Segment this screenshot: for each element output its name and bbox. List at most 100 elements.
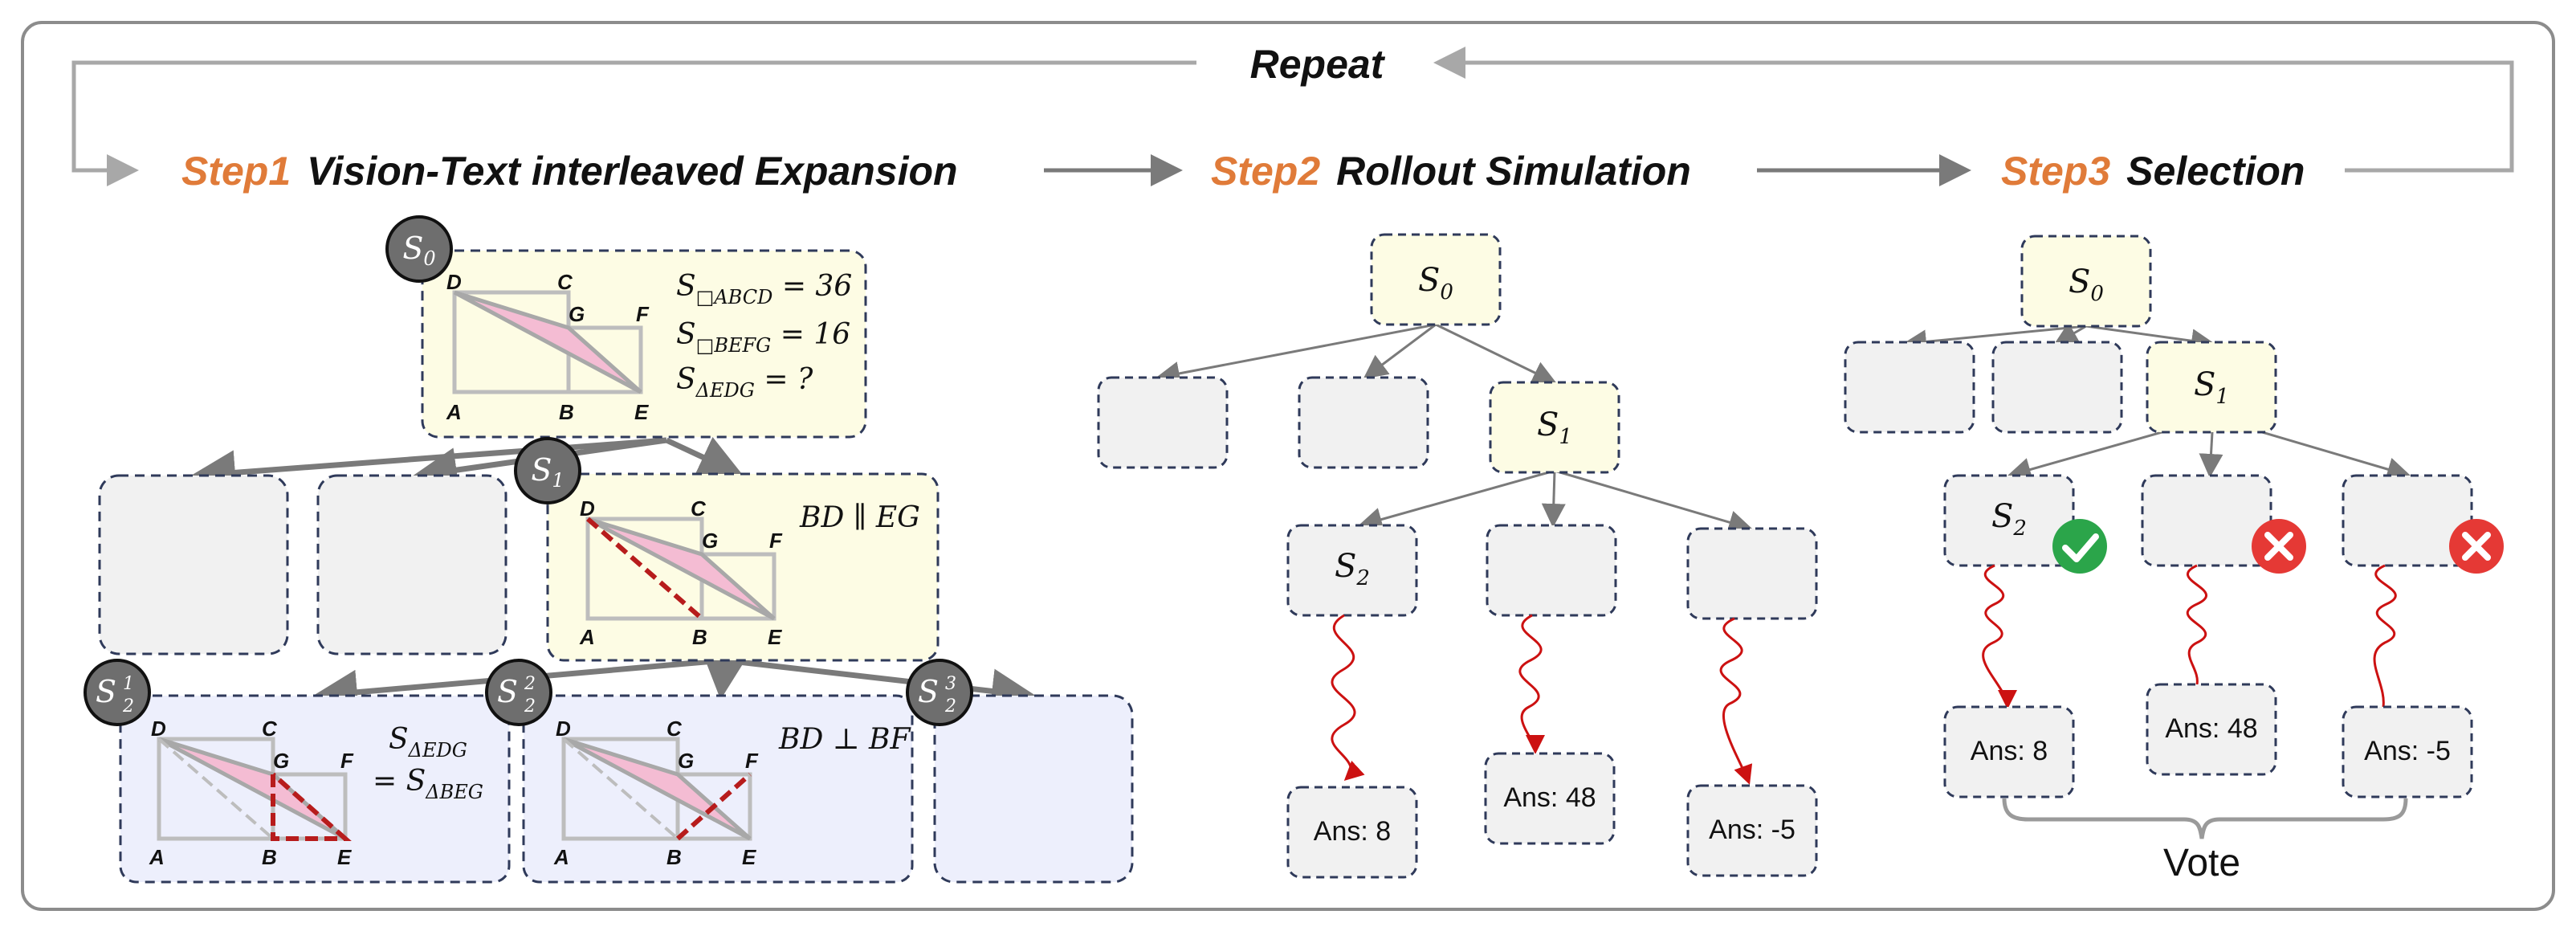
x-circle-icon: [2449, 519, 2504, 574]
step3-s1-node: S1: [2146, 341, 2277, 434]
svg-text:C: C: [262, 717, 278, 741]
svg-text:B: B: [692, 625, 707, 649]
step3-s0-node: S0: [2020, 235, 2152, 328]
edge-root-leaf1: [190, 437, 667, 496]
root-equation-1: S□ABCD = 36: [676, 270, 852, 308]
root-equation-2: S□BEFG = 16: [676, 318, 850, 357]
step2-s1-node: S1: [1489, 381, 1620, 474]
step1-leaf-node-1: [98, 474, 289, 655]
svg-text:F: F: [745, 749, 759, 773]
step3-answer-2: Ans: 48: [2146, 683, 2277, 776]
step3-answer-3: Ans: -5: [2342, 705, 2473, 798]
step1-s21-node: D C G F A B E SΔEDG = SΔBEG: [119, 694, 511, 884]
rollout-path-1: [1331, 614, 1365, 782]
edge-s1-s22: [702, 652, 748, 700]
x-circle-icon: [2252, 519, 2306, 574]
svg-text:S1: S1: [2194, 366, 2229, 409]
step2-answer-3: Ans: -5: [1686, 784, 1818, 877]
svg-text:C: C: [557, 270, 573, 294]
vote-label: Vote: [2163, 842, 2240, 884]
svg-text:Ans: 8: Ans: 8: [1971, 736, 2048, 766]
root-geometry-figure: D C G F A B E: [446, 270, 650, 424]
step2-leaf-4: [1686, 527, 1818, 620]
svg-text:S0: S0: [2069, 263, 2104, 306]
svg-text:B: B: [559, 400, 574, 424]
step3-rollout-path-2: [2186, 564, 2207, 685]
step3-rollout-path-3: [2373, 564, 2397, 708]
svg-text:E: E: [742, 845, 756, 869]
repeat-loop: Repeat: [71, 42, 2514, 186]
s21-equation-line2: = SΔBEG: [373, 765, 483, 803]
edge-root-s1: [665, 436, 744, 478]
step3-tree: S0 S1 S2: [1844, 235, 2504, 884]
step1-s22-node: D C G F A B E BD ⊥ BF: [522, 694, 914, 884]
svg-text:Ans: 48: Ans: 48: [2165, 713, 2257, 744]
svg-text:Ans: 48: Ans: 48: [1503, 782, 1596, 813]
step1-number: Step1: [181, 149, 291, 194]
step2-tree: S0 S1 S2 Ans: 8 Ans: 48 Ans: -5: [1097, 233, 1818, 879]
svg-text:2: 2: [944, 696, 956, 717]
badge-s21: S 1 2: [84, 659, 151, 726]
outer-frame: [21, 21, 2555, 911]
svg-text:D: D: [556, 717, 571, 741]
svg-text:3: 3: [945, 674, 956, 694]
badge-s0: S0: [385, 215, 453, 283]
step1-header: Step1 Vision-Text interleaved Expansion: [181, 149, 958, 194]
step3-leaf-1: [1844, 341, 1975, 434]
step2-number: Step2: [1211, 149, 1320, 194]
step2-leaf-3: [1486, 524, 1617, 617]
step2-s2-node: S2: [1286, 524, 1418, 617]
svg-text:G: G: [702, 529, 718, 553]
root-equation-3: SΔEDG = ?: [676, 363, 813, 402]
svg-text:A: A: [446, 400, 462, 424]
svg-text:F: F: [769, 529, 783, 553]
svg-text:Ans: -5: Ans: -5: [2364, 736, 2451, 766]
svg-text:E: E: [337, 845, 352, 869]
step3-leaf-3: [2141, 474, 2272, 567]
svg-text:S0: S0: [402, 231, 435, 270]
step1-leaf-node-2: [316, 474, 507, 655]
step3-answer-1: Ans: 8: [1943, 705, 2075, 798]
svg-text:2: 2: [122, 696, 134, 717]
svg-text:C: C: [666, 717, 683, 741]
svg-text:Ans: -5: Ans: -5: [1709, 815, 1795, 845]
badge-s22: S 2 2: [485, 659, 552, 726]
step2-leaf-1: [1097, 376, 1229, 469]
svg-text:G: G: [273, 749, 289, 773]
svg-text:Ans: 8: Ans: 8: [1314, 816, 1391, 847]
step1-root-node: D C G F A B E S□ABCD = 36 S□BEFG = 16 SΔ…: [421, 249, 867, 439]
step1-tree: D C G F A B E S□ABCD = 36 S□BEFG = 16 SΔ…: [84, 215, 1134, 884]
svg-text:F: F: [340, 749, 354, 773]
svg-text:S1: S1: [531, 452, 564, 492]
step2-leaf-2: [1298, 376, 1429, 469]
svg-text:S: S: [497, 674, 518, 709]
svg-text:A: A: [579, 625, 595, 649]
s21-equation-line1: SΔEDG: [389, 723, 467, 762]
step2-title: Rollout Simulation: [1336, 149, 1691, 194]
svg-text:D: D: [580, 496, 595, 521]
step3-leaf-2: [1991, 341, 2123, 434]
repeat-label: Repeat: [1250, 42, 1386, 87]
svg-text:2: 2: [524, 696, 536, 717]
svg-text:B: B: [666, 845, 682, 869]
svg-text:E: E: [768, 625, 782, 649]
svg-text:G: G: [678, 749, 694, 773]
svg-text:A: A: [149, 845, 165, 869]
check-circle-icon: [2052, 519, 2107, 574]
svg-text:C: C: [691, 496, 707, 521]
step2-s0-node: S0: [1370, 233, 1502, 326]
svg-text:D: D: [151, 717, 166, 741]
badge-s1: S1: [514, 437, 581, 504]
edge-s1-s23: [723, 657, 1037, 714]
svg-text:B: B: [262, 845, 277, 869]
svg-text:2: 2: [524, 674, 536, 694]
step3-number: Step3: [2001, 149, 2110, 194]
step1-s23-node: [933, 694, 1134, 884]
svg-text:1: 1: [123, 674, 134, 694]
step1-s1-node: D C G F A B E BD ∥ EG: [546, 472, 940, 662]
step1-title: Vision-Text interleaved Expansion: [307, 149, 957, 194]
svg-text:E: E: [634, 400, 649, 424]
svg-text:S: S: [918, 674, 939, 709]
step2-answer-2: Ans: 48: [1484, 752, 1616, 845]
